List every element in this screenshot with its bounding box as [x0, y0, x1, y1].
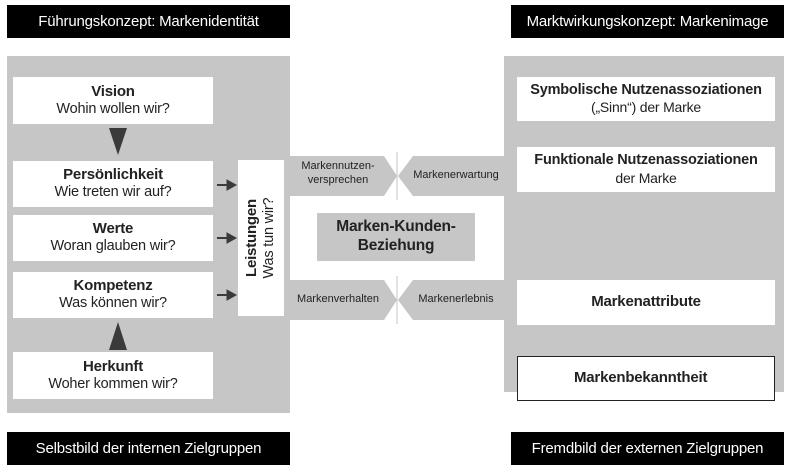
footer-external: Fremdbild der externen Zielgruppen [511, 432, 784, 465]
personality-title: Persönlichkeit [63, 166, 163, 183]
competence-box: Kompetenz Was können wir? [13, 272, 213, 318]
competence-title: Kompetenz [73, 277, 153, 294]
footer-internal: Selbstbild der internen Zielgruppen [7, 432, 290, 465]
functional-associations-box: Funktionale Nutzenassoziationen der Mark… [517, 147, 775, 192]
values-box: Werte Woran glauben wir? [13, 215, 213, 261]
header-identity: Führungskonzept: Markenidentität [7, 5, 290, 38]
brand-awareness-title: Markenbekanntheit [574, 369, 708, 387]
services-box: Leistungen Was tun wir? [238, 160, 284, 316]
functional-title: Funktionale Nutzenassoziationen [534, 152, 758, 169]
behavior-arrow-shape [290, 280, 397, 320]
competence-question: Was können wir? [59, 295, 167, 312]
expectation-arrow-shape [398, 156, 504, 196]
vision-title: Vision [91, 82, 135, 100]
header-image: Marktwirkungskonzept: Markenimage [511, 5, 784, 38]
promise-arrow-shape [290, 156, 397, 196]
brand-attributes-box: Markenattribute [517, 280, 775, 325]
vision-box: Vision Wohin wollen wir? [13, 77, 213, 124]
origin-question: Woher kommen wir? [48, 375, 178, 392]
symbolic-sub: („Sinn“) der Marke [591, 99, 701, 116]
symbolic-associations-box: Symbolische Nutzenassoziationen („Sinn“)… [517, 77, 775, 121]
brand-promise-label: Markennutzen- versprechen [301, 160, 375, 186]
functional-sub: der Marke [615, 169, 677, 186]
experience-arrow-shape [398, 280, 504, 320]
personality-box: Persönlichkeit Wie treten wir auf? [13, 161, 213, 207]
vision-down-arrow [109, 128, 127, 155]
services-input-arrows [217, 179, 238, 301]
services-question: Was tun wir? [261, 197, 278, 279]
brand-awareness-box: Markenbekanntheit [517, 356, 775, 401]
personality-question: Wie treten wir auf? [54, 184, 172, 201]
origin-up-arrow [109, 322, 127, 350]
brand-behavior-label: Markenverhalten [297, 293, 379, 305]
values-title: Werte [92, 220, 134, 237]
origin-box: Herkunft Woher kommen wir? [13, 352, 213, 399]
symbolic-title: Symbolische Nutzenassoziationen [530, 81, 762, 98]
brand-experience-label: Markenerlebnis [418, 293, 494, 305]
services-title: Leistungen [243, 199, 261, 278]
services-rotated: Leistungen Was tun wir? [238, 160, 284, 316]
origin-title: Herkunft [82, 357, 144, 375]
values-question: Woran glauben wir? [50, 238, 176, 255]
brand-attributes-title: Markenattribute [591, 293, 701, 311]
brand-expectation-label: Markenerwartung [413, 169, 499, 181]
brand-customer-relation-box: Marken-Kunden- Beziehung [317, 213, 475, 261]
vision-question: Wohin wollen wir? [56, 100, 170, 117]
